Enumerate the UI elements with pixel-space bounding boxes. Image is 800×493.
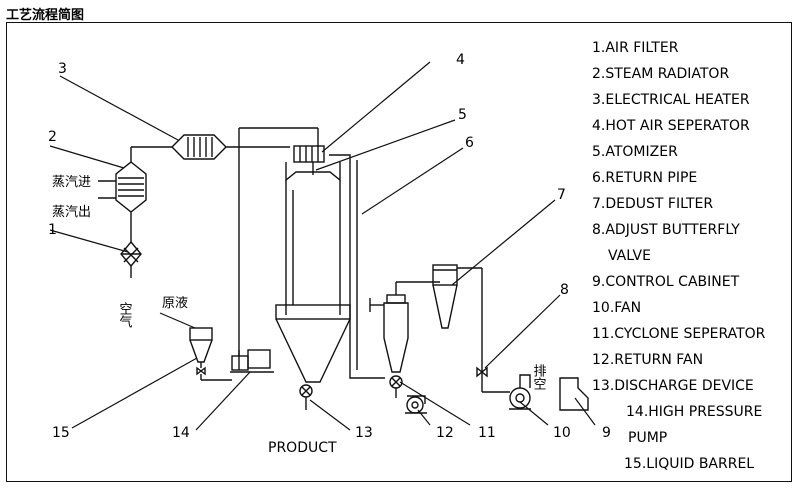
callout-13: 13 [355, 425, 373, 441]
legend-item: 6.RETURN PIPE [592, 170, 698, 186]
exhaust-label: 排空 [531, 364, 547, 390]
high-pressure-pump [230, 349, 274, 373]
callout-14: 14 [172, 425, 190, 441]
raw-liquid-label: 原液 [162, 296, 188, 311]
callout-9: 9 [602, 425, 611, 441]
callout-1: 1 [48, 222, 57, 238]
butterfly-valve [476, 366, 488, 378]
air-label: 空气 [117, 302, 133, 328]
steam-in-label: 蒸汽进 [52, 175, 91, 190]
legend-item: 4.HOT AIR SEPERATOR [592, 118, 750, 134]
legend-item: 7.DEDUST FILTER [592, 196, 714, 212]
return-pipe [329, 154, 385, 379]
page-title: 工艺流程简图 [6, 8, 85, 23]
callout-6: 6 [465, 135, 474, 151]
callout-2: 2 [48, 129, 57, 145]
callout-12: 12 [436, 425, 454, 441]
legend-item: 3.ELECTRICAL HEATER [592, 92, 750, 108]
callout-11: 11 [478, 425, 496, 441]
control-cabinet [559, 377, 589, 411]
callout-15: 15 [52, 425, 70, 441]
legend-item: PUMP [628, 430, 668, 446]
fan [509, 374, 531, 410]
liquid-barrel [189, 327, 232, 381]
callout-10: 10 [553, 425, 571, 441]
legend-item: 10.FAN [592, 300, 642, 316]
legend-item: 5.ATOMIZER [592, 144, 678, 160]
legend-item: 11.CYCLONE SEPERATOR [592, 326, 766, 342]
legend-item: 13.DISCHARGE DEVICE [592, 378, 754, 394]
callout-3: 3 [58, 61, 67, 77]
steam-radiator [98, 147, 147, 242]
diagram-frame [6, 22, 792, 482]
legend-item: VALVE [608, 248, 651, 264]
legend-item: 1.AIR FILTER [592, 40, 679, 56]
electrical-heater [131, 134, 290, 160]
dedust-filter [432, 264, 510, 393]
cyclone-separator [369, 281, 440, 398]
callout-8: 8 [560, 282, 569, 298]
callout-4: 4 [456, 52, 465, 68]
callout-7: 7 [557, 187, 566, 203]
product-label: PRODUCT [268, 440, 337, 456]
steam-out-label: 蒸汽出 [52, 205, 91, 220]
callout-leaders [49, 61, 596, 431]
legend-item: 12.RETURN FAN [592, 352, 704, 368]
legend-item: 9.CONTROL CABINET [592, 274, 740, 290]
legend-item: 15.LIQUID BARREL [624, 456, 755, 472]
legend-item: 2.STEAM RADIATOR [592, 66, 730, 82]
legend-item: 14.HIGH PRESSURE [626, 404, 763, 420]
return-fan [405, 395, 427, 414]
callout-5: 5 [458, 107, 467, 123]
air-filter [120, 240, 142, 278]
legend-item: 8.ADJUST BUTTERFLY [592, 222, 740, 238]
